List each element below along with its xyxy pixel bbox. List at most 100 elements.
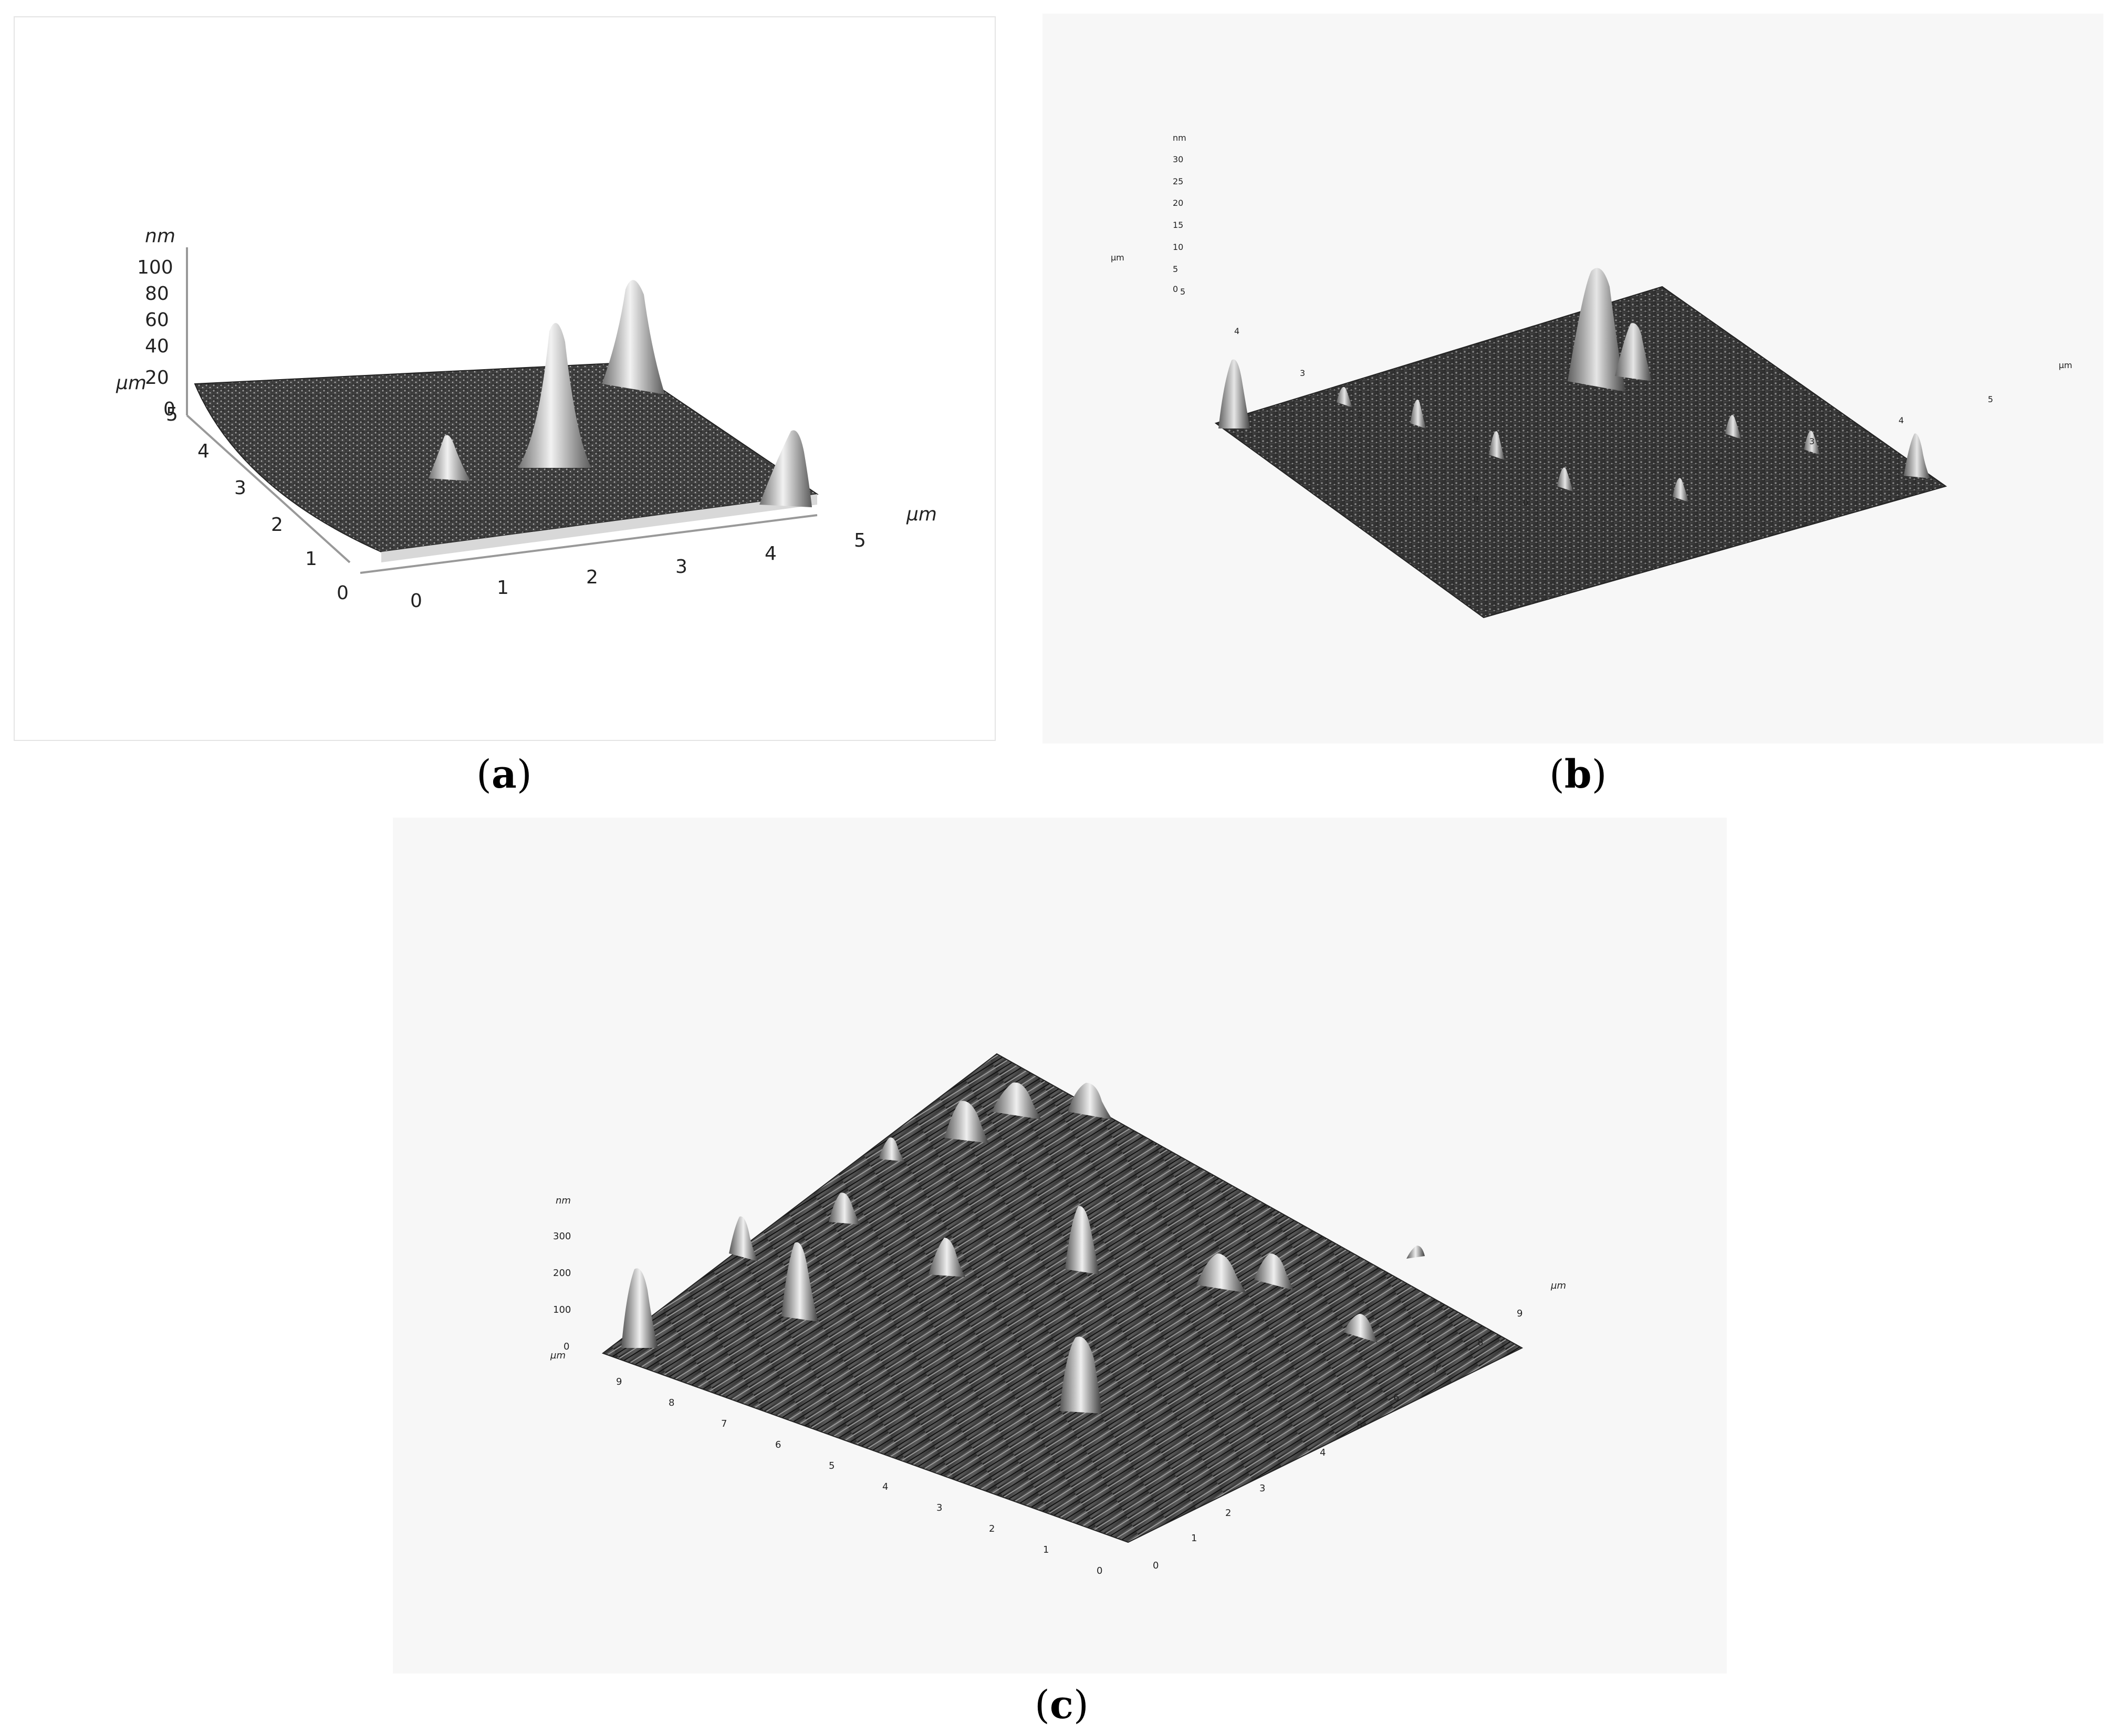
surface-a	[194, 362, 819, 553]
x-tick: 1	[1191, 1533, 1197, 1544]
afm-plot-b: nm 30 25 20 15 10 5 0 µm 5 4 3 2 1 0 0 1…	[1042, 14, 2103, 744]
afm-panel-c: nm 300 200 100 0 µm 9 8 7 6 5 4 3 2 1 0 …	[393, 818, 1727, 1674]
y-tick: 9	[616, 1376, 622, 1387]
z-axis-labels-a: nm 100 80 60 40 20 0 µm	[116, 225, 175, 420]
y-tick: 8	[669, 1397, 674, 1408]
z-unit-label: nm	[145, 225, 175, 247]
y-tick: 7	[721, 1418, 727, 1429]
z-tick: 5	[1173, 264, 1178, 274]
y-tick: 4	[882, 1481, 888, 1492]
x-tick: 5	[854, 530, 866, 551]
y-tick: 3	[936, 1502, 942, 1513]
x-tick: 3	[1809, 436, 1814, 446]
y-tick: 4	[197, 441, 210, 462]
afm-panel-a: nm 100 80 60 40 20 0 µm 5 4 3 2 1 0 0 1 …	[14, 16, 996, 741]
y-tick: 2	[271, 514, 283, 536]
y-unit-label: µm	[550, 1350, 566, 1361]
z-tick: 80	[145, 283, 169, 305]
x-tick: 0	[1523, 498, 1528, 508]
x-tick: 2	[1715, 457, 1720, 467]
y-unit-label: µm	[116, 372, 147, 394]
peak	[1904, 433, 1930, 478]
x-unit-label: µm	[906, 504, 937, 525]
afm-plot-c: nm 300 200 100 0 µm 9 8 7 6 5 4 3 2 1 0 …	[393, 818, 1727, 1674]
z-tick: 100	[553, 1304, 571, 1315]
y-tick: 1	[305, 548, 317, 570]
x-axis-labels-b: 0 1 2 3 4 5 µm	[1523, 360, 2072, 508]
y-tick: 2	[1358, 410, 1363, 420]
surface-b	[1214, 286, 1947, 619]
y-tick: 3	[234, 477, 246, 499]
x-tick: 0	[1153, 1560, 1159, 1571]
x-tick: 4	[1320, 1447, 1326, 1458]
z-tick: 0	[163, 399, 175, 420]
y-axis-labels-b: 5 4 3 2 1 0	[1180, 287, 1478, 504]
peak	[518, 323, 591, 468]
x-tick: 3	[1259, 1483, 1265, 1494]
z-tick: 15	[1173, 220, 1183, 230]
y-tick: 1	[1415, 452, 1421, 462]
x-tick: 6	[1393, 1392, 1399, 1403]
z-tick: 0	[1173, 284, 1178, 294]
y-tick: 1	[1043, 1544, 1049, 1555]
peaks-c	[621, 1082, 1425, 1414]
z-unit-label: nm	[556, 1195, 571, 1206]
caption-a: (a)	[476, 752, 532, 797]
y-unit-label: µm	[1111, 253, 1124, 263]
x-tick: 7	[1433, 1364, 1438, 1375]
surface-c	[601, 1053, 1524, 1543]
z-axis-labels-c: nm 300 200 100 0 µm	[550, 1195, 571, 1361]
z-tick: 60	[145, 309, 169, 331]
peak	[1218, 359, 1250, 428]
y-axis-labels-a: 5 4 3 2 1 0	[166, 404, 349, 604]
x-axis-labels-a: 0 1 2 3 4 5 µm	[410, 504, 937, 612]
y-tick: 0	[1473, 494, 1478, 504]
x-tick: 4	[1899, 415, 1904, 425]
peak	[602, 280, 665, 394]
small-peaks	[1337, 386, 1820, 502]
y-tick: 5	[829, 1460, 835, 1471]
caption-b: (b)	[1549, 752, 1607, 797]
z-tick: 20	[145, 367, 169, 389]
x-tick: 4	[765, 543, 777, 564]
z-tick: 100	[137, 257, 173, 278]
x-unit-label: µm	[2059, 360, 2072, 370]
y-axis-labels-c: 9 8 7 6 5 4 3 2 1 0	[616, 1376, 1102, 1576]
y-tick: 5	[1180, 287, 1185, 297]
x-tick: 1	[497, 577, 509, 599]
caption-b-letter: b	[1564, 752, 1592, 797]
x-tick: 2	[1225, 1508, 1231, 1519]
x-tick: 9	[1517, 1308, 1522, 1319]
peak	[1615, 323, 1652, 381]
y-tick: 6	[775, 1439, 781, 1450]
z-unit-label: nm	[1173, 133, 1186, 143]
y-tick: 0	[337, 582, 349, 604]
z-tick: 200	[553, 1268, 571, 1279]
z-tick: 300	[553, 1231, 571, 1242]
x-tick: 8	[1477, 1337, 1483, 1348]
y-tick: 5	[166, 404, 178, 425]
peak	[1568, 268, 1625, 392]
y-tick: 0	[1097, 1565, 1102, 1576]
peak	[759, 430, 812, 507]
x-axis-labels-c: 0 1 2 3 4 5 6 7 8 9 µm	[1153, 1280, 1566, 1571]
x-tick: 1	[1620, 478, 1625, 488]
x-tick: 3	[675, 556, 687, 578]
z-tick: 0	[564, 1341, 569, 1352]
caption-c: (c)	[1035, 1682, 1089, 1728]
caption-c-letter: c	[1049, 1682, 1073, 1728]
x-unit-label: µm	[1550, 1280, 1566, 1291]
x-tick: 5	[1357, 1420, 1362, 1431]
peak	[429, 435, 471, 481]
z-tick: 20	[1173, 198, 1183, 208]
y-tick: 3	[1300, 368, 1305, 378]
x-tick: 5	[1988, 394, 1993, 404]
z-tick: 30	[1173, 154, 1183, 164]
afm-panel-b: nm 30 25 20 15 10 5 0 µm 5 4 3 2 1 0 0 1…	[1042, 14, 2103, 744]
y-tick: 4	[1234, 326, 1239, 336]
afm-plot-a: nm 100 80 60 40 20 0 µm 5 4 3 2 1 0 0 1 …	[14, 16, 996, 741]
z-axis-labels-b: nm 30 25 20 15 10 5 0 µm	[1111, 133, 1186, 294]
y-tick: 2	[989, 1523, 995, 1534]
x-tick: 0	[410, 590, 422, 612]
caption-a-letter: a	[491, 752, 517, 797]
